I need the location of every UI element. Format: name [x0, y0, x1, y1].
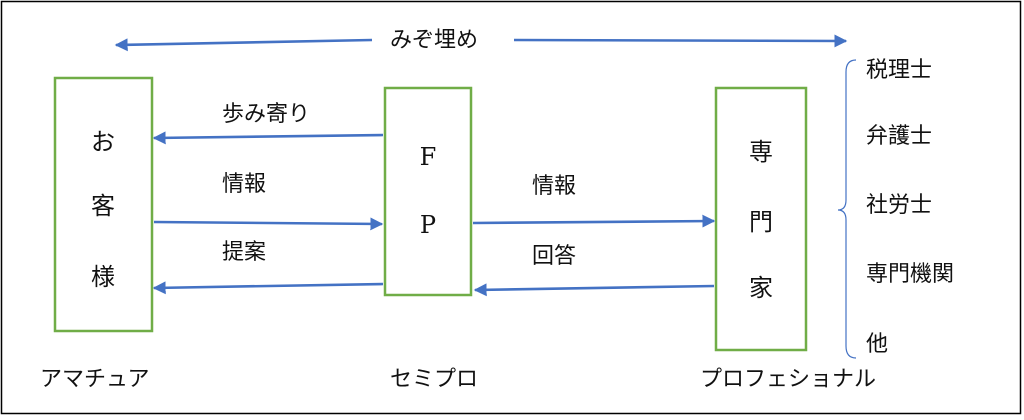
expert-char-1: 専 — [749, 138, 773, 166]
top-arrow-right — [513, 34, 848, 48]
professional-item-3: 社労士 — [866, 193, 932, 218]
label-info-left: 情報 — [222, 172, 266, 197]
fp-char-2: P — [420, 211, 436, 239]
top-arrow-left — [114, 38, 373, 52]
expert-char-2: 門 — [749, 208, 773, 236]
arrow-customer-to-fp — [153, 217, 384, 231]
customer-char-1: お — [91, 128, 115, 156]
customer-box — [53, 76, 154, 333]
arrow-fp-to-customer-2 — [152, 281, 384, 295]
customer-char-2: 客 — [91, 192, 115, 220]
arrow-fp-to-customer-1 — [152, 131, 384, 145]
fp-char-1: F — [420, 143, 437, 171]
top-label: みぞ埋め — [390, 28, 478, 53]
label-ayumiyori: 歩み寄り — [222, 102, 310, 127]
bottom-label-semipro: セミプロ — [390, 367, 478, 392]
label-teian: 提案 — [222, 240, 266, 265]
professional-item-1: 税理士 — [866, 58, 932, 83]
label-kaito: 回答 — [532, 244, 576, 269]
professional-item-2: 弁護士 — [866, 124, 932, 149]
arrow-fp-to-expert — [472, 214, 716, 228]
professional-item-4: 専門機関 — [866, 262, 954, 287]
professional-item-5: 他 — [866, 332, 888, 357]
arrow-expert-to-fp — [473, 283, 715, 297]
bottom-label-amateur: アマチュア — [40, 367, 150, 392]
expert-char-3: 家 — [749, 274, 773, 302]
bottom-label-professional: プロフェショナル — [700, 367, 876, 392]
customer-char-3: 様 — [91, 263, 115, 291]
fp-box — [383, 86, 473, 297]
expert-box — [714, 86, 808, 352]
label-info-right: 情報 — [532, 174, 576, 199]
professional-bracket — [837, 59, 857, 359]
